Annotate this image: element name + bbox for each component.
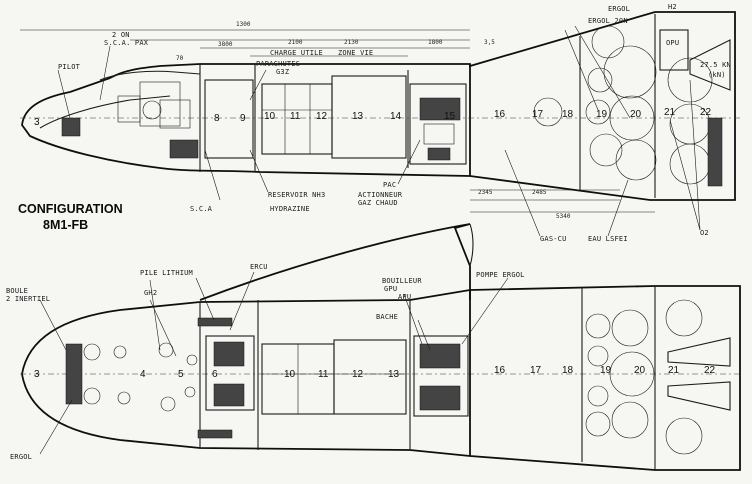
label-apu: APU xyxy=(398,293,412,301)
top-section-14: 14 xyxy=(390,111,402,122)
label-bache: BACHE xyxy=(376,313,399,321)
label-o2: O2 xyxy=(700,229,709,237)
label-ergol-20n: ERGOL 20N xyxy=(588,17,628,25)
label-ergol-bottom: ERGOL xyxy=(10,453,33,461)
dim-2: 3800 xyxy=(218,41,233,48)
label-ercu: ERCU xyxy=(250,263,268,271)
label-pompe-ergol: POMPE ERGOL xyxy=(476,271,525,279)
top-section-3: 3 xyxy=(34,117,40,128)
dim-9: 5340 xyxy=(556,213,571,220)
label-pac: PAC xyxy=(383,181,397,189)
label-gas-cu: GAS-CU xyxy=(540,235,567,243)
bottom-section-16: 16 xyxy=(494,365,506,376)
label-boule-inertiel: 2 INERTIEL xyxy=(6,295,51,303)
top-view-fuselage xyxy=(20,11,740,237)
label-gaz-chaud: GAZ CHAUD xyxy=(358,199,398,207)
label-sca: S.C.A xyxy=(190,205,213,213)
bottom-section-4: 4 xyxy=(140,369,146,380)
label-parachutes: PARACHUTES xyxy=(256,60,301,68)
bottom-section-18: 18 xyxy=(562,365,574,376)
bottom-section-12: 12 xyxy=(352,369,364,380)
dim-1: 1300 xyxy=(236,21,251,28)
dim-3: 2100 xyxy=(288,39,303,46)
label-charge-utile: CHARGE UTILE xyxy=(270,49,323,57)
bottom-section-3: 3 xyxy=(34,369,40,380)
dim-7: 2345 xyxy=(478,189,493,196)
bottom-section-19: 19 xyxy=(600,365,612,376)
bottom-section-11: 11 xyxy=(318,369,329,380)
top-section-9: 9 xyxy=(240,113,246,124)
dim-5: 1800 xyxy=(428,39,443,46)
label-hydrazine: HYDRAZINE xyxy=(270,205,310,213)
dim-8: 2485 xyxy=(532,189,547,196)
top-section-17: 17 xyxy=(532,109,544,120)
label-boule: BOULE xyxy=(6,287,29,295)
label-pilot: PILOT xyxy=(58,63,81,71)
bottom-section-6: 6 xyxy=(212,369,218,380)
label-opu: OPU xyxy=(666,39,680,47)
top-section-13: 13 xyxy=(352,111,364,122)
label-eau-lsfei: EAU LSFEI xyxy=(588,235,628,243)
bottom-section-5: 5 xyxy=(178,369,184,380)
label-reservoir: RESERVOIR NH3 xyxy=(268,191,326,199)
bottom-view-fuselage xyxy=(20,223,741,471)
top-section-20: 20 xyxy=(630,109,642,120)
label-actionneur: ACTIONNEUR xyxy=(358,191,403,199)
top-section-10: 10 xyxy=(264,111,276,122)
top-section-12: 12 xyxy=(316,111,328,122)
label-seats: 2 ON xyxy=(112,31,130,39)
label-g3z: G3Z xyxy=(276,68,290,76)
label-ergol: ERGOL xyxy=(608,5,631,13)
label-engine: 27.5 KN xyxy=(700,61,731,69)
top-section-11: 11 xyxy=(290,111,301,122)
bottom-section-17: 17 xyxy=(530,365,542,376)
top-section-18: 18 xyxy=(562,109,574,120)
top-section-15: 15 xyxy=(444,111,456,122)
dim-10: 70 xyxy=(176,55,184,62)
label-engine-unit: (kN) xyxy=(708,71,726,79)
label-zone-vie: ZONE VIE xyxy=(338,49,374,57)
top-section-21: 21 xyxy=(664,107,676,118)
top-section-16: 16 xyxy=(494,109,506,120)
label-pax: S.C.A. PAX xyxy=(104,39,149,47)
top-section-8: 8 xyxy=(214,113,220,124)
dim-4: 2130 xyxy=(344,39,359,46)
top-section-22: 22 xyxy=(700,107,712,118)
configuration-title: CONFIGURATION xyxy=(18,202,123,216)
label-bouilleur: BOUILLEUR xyxy=(382,277,422,285)
label-h2: H2 xyxy=(668,3,677,11)
bottom-section-13: 13 xyxy=(388,369,400,380)
label-gpu: GPU xyxy=(384,285,398,293)
configuration-subtitle: 8M1-FB xyxy=(43,218,89,232)
bottom-section-10: 10 xyxy=(284,369,296,380)
label-pile-lithium: PILE LITHIUM xyxy=(140,269,193,277)
label-gh2: GH2 xyxy=(144,289,158,297)
bottom-section-20: 20 xyxy=(634,365,646,376)
bottom-section-22: 22 xyxy=(704,365,716,376)
bottom-section-21: 21 xyxy=(668,365,680,376)
top-section-19: 19 xyxy=(596,109,608,120)
dim-6: 3,5 xyxy=(484,39,495,46)
